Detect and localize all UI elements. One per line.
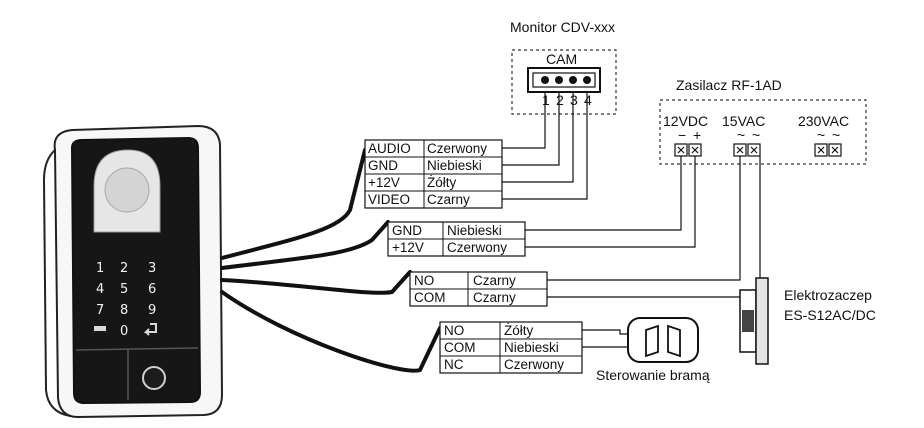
strike-latch-icon [742, 310, 754, 332]
door-station-side [42, 149, 71, 417]
table-cell: Żółty [427, 175, 457, 190]
cam-pin-4-label: 4 [584, 92, 592, 108]
table-cell: Czerwony [427, 141, 487, 156]
call-button[interactable] [142, 366, 166, 390]
table-cell: Niebieski [427, 158, 482, 173]
cam-pin-3-icon [569, 76, 577, 84]
table-cell: NC [444, 357, 464, 372]
door-station: 1 2 3 4 5 6 7 8 9 0 [42, 124, 224, 419]
gate-cable-table: NO Żółty COM Niebieski NC Czerwony [439, 321, 583, 374]
keypad-key-7[interactable]: 7 [96, 303, 104, 318]
psu-15vac-label: 15VAC [722, 113, 765, 129]
electric-strike: Elektrozaczep ES-S12AC/DC [739, 277, 876, 365]
keypad-key-6[interactable]: 6 [148, 282, 156, 297]
table-cell: Czarny [427, 192, 470, 207]
table-cell: Niebieski [504, 340, 559, 355]
station-wires [220, 148, 442, 373]
gate-control-box [627, 317, 699, 363]
monitor-cable-table: AUDIO Czerwony GND Niebieski +12V Żółty … [364, 139, 503, 209]
gate-connections [582, 329, 628, 348]
table-cell: +12V [368, 175, 400, 190]
cam-connector-inner [532, 72, 596, 88]
lock-connections [547, 156, 761, 298]
keypad-key-3[interactable]: 3 [148, 261, 156, 276]
wire-gate [220, 290, 442, 373]
panel-divider [75, 347, 199, 351]
keypad-key-0[interactable]: 0 [120, 324, 128, 339]
cam-connector-label: CAM [546, 51, 577, 67]
cam-pin-1-label: 1 [542, 92, 550, 108]
psu-12vdc-plus: + [693, 127, 701, 143]
table-cell: Czarny [473, 290, 516, 305]
keypad-key-9[interactable]: 9 [148, 303, 156, 318]
cam-pin-2-label: 2 [556, 92, 564, 108]
table-cell: Żółty [504, 323, 534, 338]
table-cell: NO [444, 323, 464, 338]
power-supply-box [659, 99, 867, 165]
gate-control: Sterowanie bramą [596, 317, 710, 383]
table-cell: AUDIO [368, 141, 411, 156]
table-cell: Niebieski [447, 223, 502, 238]
keypad-key-5[interactable]: 5 [120, 282, 128, 297]
gate-right-leaf-icon [667, 324, 681, 358]
power-supply: Zasilacz RF-1AD 12VDC 15VAC 230VAC − + ~… [659, 77, 867, 165]
gate-left-leaf-icon [645, 324, 659, 358]
psu-15vac-tilde-2: ~ [752, 127, 760, 143]
psu-230vac-tilde-2: ~ [832, 127, 840, 143]
psu-230vac-tilde-1: ~ [817, 127, 825, 143]
table-cell: VIDEO [368, 192, 410, 207]
keypad-key-1[interactable]: 1 [96, 261, 104, 276]
cam-pin-4-icon [583, 76, 591, 84]
monitor-title: Monitor CDV-xxx [510, 19, 615, 35]
lock-cable-table: NO Czarny COM Czarny [409, 271, 548, 307]
keypad-key-8[interactable]: 8 [120, 303, 128, 318]
psu-15vac-tilde-1: ~ [737, 127, 745, 143]
strike-label-line1: Elektrozaczep [784, 287, 872, 303]
table-cell: GND [368, 158, 398, 173]
table-cell: Czarny [473, 273, 516, 288]
gate-control-label: Sterowanie bramą [596, 367, 710, 383]
power-connections [525, 156, 696, 248]
table-cell: GND [392, 223, 422, 238]
monitor: Monitor CDV-xxx CAM 1 2 3 4 [510, 19, 617, 115]
cam-pin-2-icon [555, 76, 563, 84]
table-cell: Czerwony [504, 357, 564, 372]
cam-pin-1-icon [541, 76, 549, 84]
psu-230vac-label: 230VAC [798, 113, 849, 129]
monitor-connections [502, 92, 588, 200]
camera-lens-icon [104, 167, 150, 213]
table-cell: Czerwony [447, 240, 507, 255]
wire-lock [220, 270, 412, 295]
strike-plate [755, 277, 769, 365]
power-supply-title: Zasilacz RF-1AD [676, 77, 782, 93]
psu-12vdc-label: 12VDC [663, 113, 708, 129]
wire-power [220, 220, 390, 270]
strike-label-line2: ES-S12AC/DC [784, 307, 876, 323]
power-cable-table: GND Niebieski +12V Czerwony [387, 221, 526, 257]
table-cell: +12V [392, 240, 424, 255]
table-cell: COM [444, 340, 476, 355]
keypad-key-2[interactable]: 2 [120, 261, 128, 276]
psu-12vdc-minus: − [678, 127, 686, 143]
cam-pin-3-label: 3 [570, 92, 578, 108]
table-cell: NO [414, 273, 434, 288]
table-cell: COM [414, 290, 446, 305]
keypad-key-4[interactable]: 4 [96, 282, 104, 297]
cancel-key-icon[interactable] [94, 326, 106, 331]
wire-monitor [220, 148, 367, 260]
enter-key-icon[interactable] [143, 323, 157, 336]
